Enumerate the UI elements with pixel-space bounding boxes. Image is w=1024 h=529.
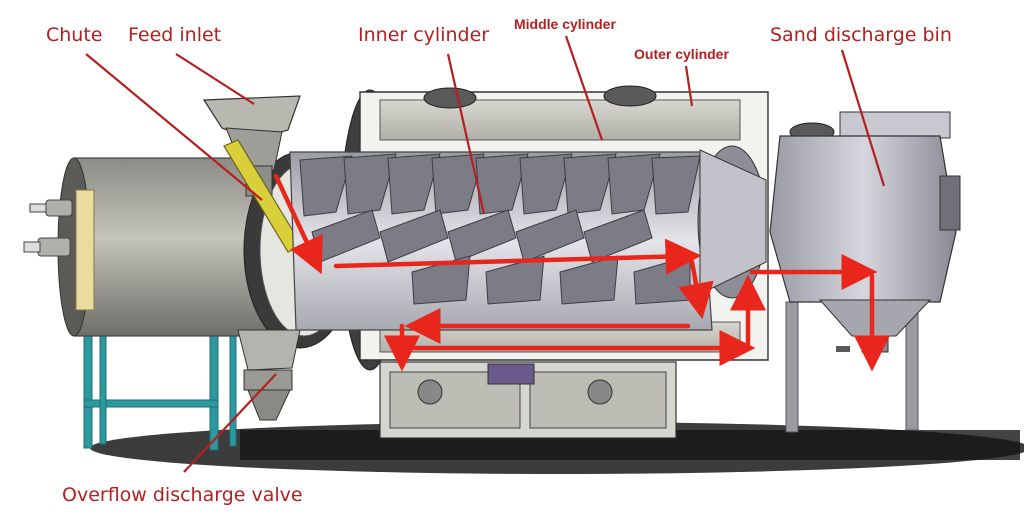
label-chute: Chute — [46, 24, 103, 46]
flow-arrows — [273, 173, 890, 372]
label-middle-cylinder: Middle cylinder — [514, 16, 616, 32]
label-outer-cylinder: Outer cylinder — [634, 46, 729, 62]
leader-overflow-valve — [183, 373, 277, 473]
left-drum — [23, 157, 275, 337]
sand-discharge-bin — [769, 111, 961, 353]
leader-feed-inlet — [175, 53, 255, 105]
overflow-valve — [237, 329, 301, 421]
leader-middle-cylinder — [564, 35, 604, 141]
label-sand-discharge-bin: Sand discharge bin — [770, 24, 952, 46]
leader-chute — [85, 53, 263, 201]
label-feed-inlet: Feed inlet — [128, 24, 222, 46]
label-overflow-discharge-valve: Overflow discharge valve — [62, 484, 303, 506]
inner-cylinder — [289, 151, 713, 331]
support-frame — [83, 329, 237, 451]
leader-lines — [85, 35, 886, 473]
base-frame — [379, 361, 677, 439]
flow-arrow-chute — [273, 173, 323, 275]
label-inner-cylinder: Inner cylinder — [358, 24, 490, 46]
discharge-cone — [697, 145, 767, 299]
ground-shadow — [90, 422, 1024, 474]
flow-arrow-forward — [333, 238, 702, 275]
spiral-blades — [299, 153, 701, 305]
leader-sand-bin — [840, 49, 886, 187]
leader-inner-cylinder — [446, 53, 486, 215]
flow-arrow-down — [678, 259, 714, 320]
leader-outer-cylinder — [684, 65, 694, 107]
bin-legs — [785, 301, 919, 433]
